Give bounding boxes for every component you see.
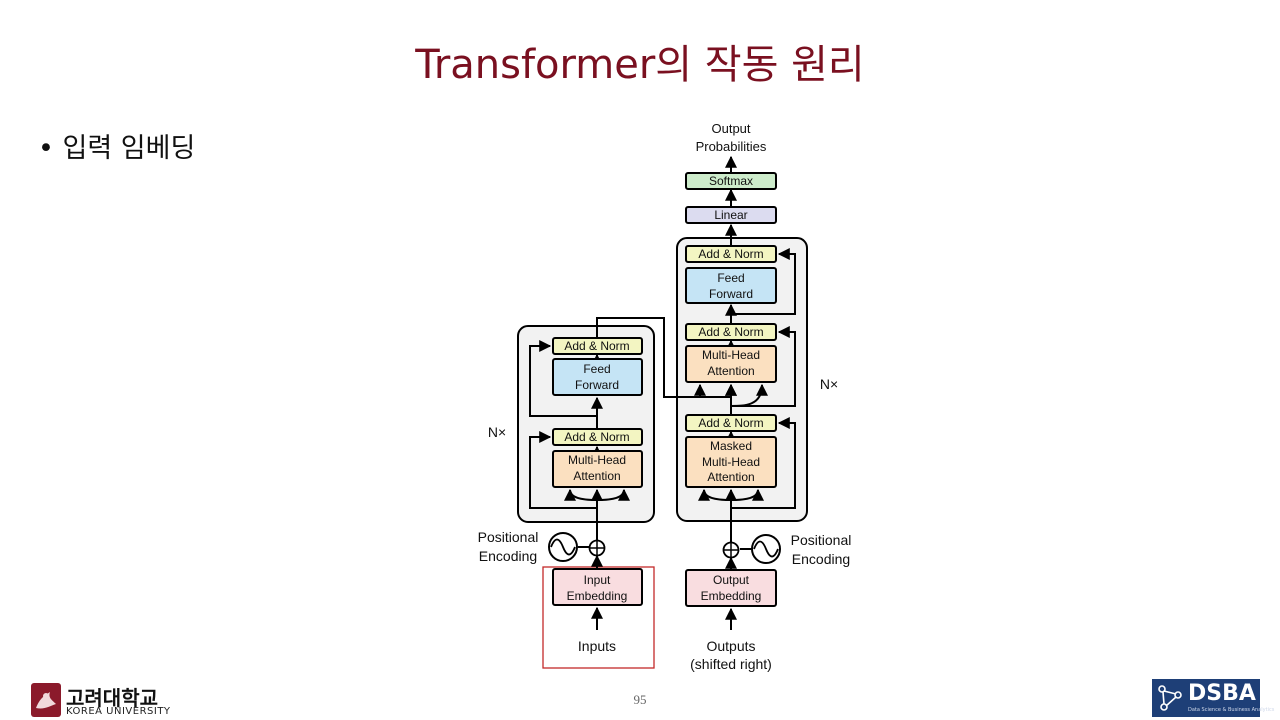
university-name: 고려대학교 [66, 686, 158, 710]
encoder-mha-label: Multi-Head [568, 453, 626, 467]
dsba-subtitle: Data Science & Business Analytics [1188, 707, 1275, 713]
decoder-nx-label: N× [820, 376, 838, 392]
outputs-label: Outputs [706, 638, 755, 654]
input-embedding-label: Input [584, 573, 611, 587]
korea-university-logo: 고려대학교 KOREA UNIVERSITY [28, 682, 178, 720]
input-embedding-label: Embedding [567, 589, 628, 603]
encoder-ff-label: Feed [583, 362, 610, 376]
decoder-linear [685, 206, 777, 224]
decoder-add-norm-1 [685, 414, 777, 432]
encoder-add-norm-1-label: Add & Norm [564, 430, 629, 444]
decoder-add-norm-3-label: Add & Norm [698, 247, 763, 261]
encoder-mha-label: Attention [573, 469, 620, 483]
encoder-add-norm-2 [552, 337, 643, 355]
masked-attention-label: Multi-Head [702, 455, 760, 469]
decoder-add-norm-3 [685, 245, 777, 263]
masked-attention-label: Attention [707, 470, 754, 484]
decoder-positional-label: Positional [791, 532, 852, 548]
dsba-name: DSBA [1188, 681, 1256, 706]
decoder-add-norm-2 [685, 323, 777, 341]
encoder-positional-wave-icon [548, 532, 578, 562]
decoder-ff-label: Forward [709, 287, 753, 301]
masked-attention-label: Masked [710, 439, 752, 453]
encoder-ff-label: Forward [575, 378, 619, 392]
encoder-positional-label: Positional [478, 529, 539, 545]
decoder-add-norm-2-label: Add & Norm [698, 325, 763, 339]
decoder-feed-forward [685, 267, 777, 304]
page-number: 95 [633, 692, 647, 707]
encoder-feed-forward [552, 358, 643, 396]
shifted-right-label: (shifted right) [690, 656, 772, 672]
decoder-add-norm-1-label: Add & Norm [698, 416, 763, 430]
encoder-stack [517, 325, 655, 523]
encoder-multi-head-attention [552, 450, 643, 488]
output-embedding [685, 569, 777, 607]
decoder-softmax [685, 172, 777, 190]
decoder-mha-label: Multi-Head [702, 348, 760, 362]
encoder-add-norm-1 [552, 428, 643, 446]
university-name-en: KOREA UNIVERSITY [66, 706, 171, 717]
inputs-label: Inputs [578, 638, 616, 654]
decoder-positional-label: Encoding [792, 551, 850, 567]
dsba-logo: DSBA Data Science & Business Analytics [1152, 679, 1274, 717]
decoder-mha-label: Attention [707, 364, 754, 378]
encoder-add-norm-2-label: Add & Norm [564, 339, 629, 353]
network-icon [1158, 685, 1182, 711]
decoder-masked-attention [685, 436, 777, 488]
output-probabilities-label: Output [711, 121, 750, 136]
encoder-add-icon [588, 539, 606, 557]
output-embedding-label: Embedding [701, 589, 762, 603]
linear-label: Linear [714, 208, 747, 222]
bullet-text: • 입력 임베딩 [38, 133, 196, 164]
decoder-add-icon [722, 541, 740, 559]
output-probabilities-label: Probabilities [696, 139, 767, 154]
decoder-multi-head-attention [685, 345, 777, 383]
korea-university-emblem-icon [31, 683, 61, 717]
encoder-positional-label: Encoding [479, 548, 537, 564]
input-embedding-highlight [542, 566, 655, 669]
decoder-positional-wave-icon [751, 534, 781, 564]
input-embedding [552, 568, 643, 606]
output-embedding-label: Output [713, 573, 750, 587]
decoder-ff-label: Feed [717, 271, 744, 285]
encoder-nx-label: N× [488, 424, 506, 440]
softmax-label: Softmax [709, 174, 753, 188]
slide-title: Transformer의 작동 원리 [415, 42, 865, 88]
